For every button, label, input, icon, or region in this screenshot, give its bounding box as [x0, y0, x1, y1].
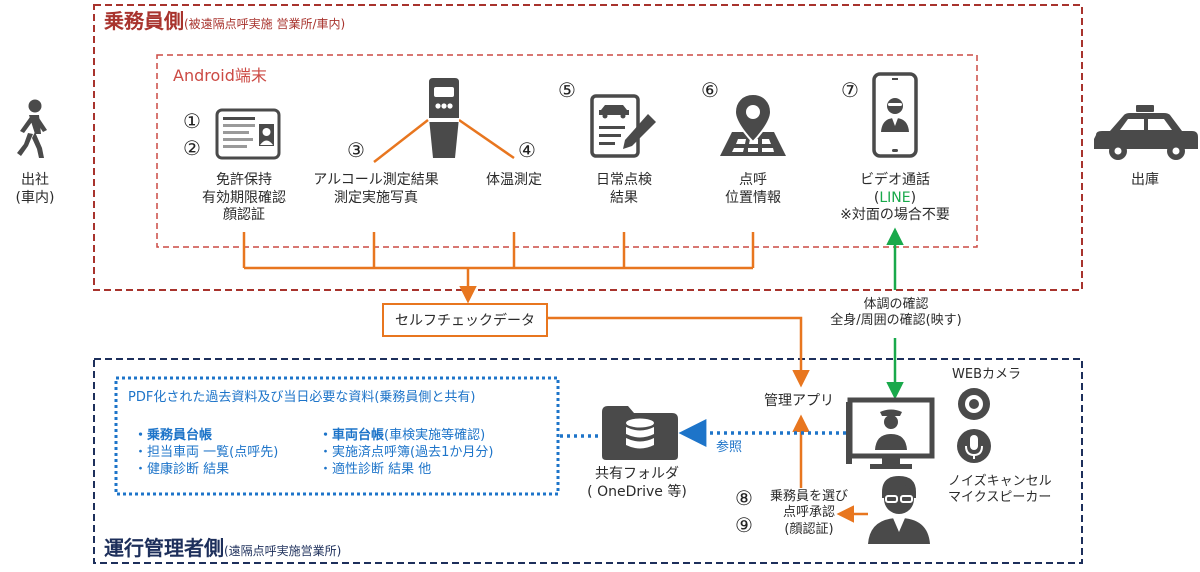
webcam-icon — [958, 388, 990, 420]
step-7-label-line: LINE — [879, 189, 911, 206]
right-side-label: 出庫 — [1131, 172, 1159, 188]
step-number-2: ② — [183, 136, 201, 160]
microphone-icon — [957, 429, 991, 463]
health-check-label: 体調の確認 全身/周囲の確認(映す) — [830, 297, 962, 329]
records-item-health-check: ・健康診断 結果 — [134, 461, 230, 477]
android-label: Android端末 — [173, 66, 267, 85]
video-call-phone-icon — [872, 72, 918, 158]
taxi-car-icon — [1094, 105, 1198, 160]
step-5-label: 日常点検 結果 — [596, 172, 652, 206]
step-7-label-note: ) ※対面の場合不要 — [840, 189, 950, 224]
alcohol-line-right — [458, 118, 515, 160]
shared-folder-label: 共有フォルダ ( OneDrive 等) — [587, 466, 687, 500]
mic-speaker-label: ノイズキャンセル マイクスピーカー — [948, 474, 1052, 506]
selfcheck-to-app-arrow — [546, 316, 810, 388]
self-check-data-box: セルフチェックデータ — [382, 303, 548, 337]
location-map-icon — [720, 92, 786, 156]
step-number-5: ⑤ — [558, 78, 576, 102]
step-number-9: ⑨ — [735, 513, 753, 537]
driver-side-title-text: 乗務員側 — [104, 9, 184, 33]
shared-folder-icon — [602, 406, 678, 460]
left-side-label: 出社 (車内) — [15, 172, 55, 206]
walking-person-icon — [17, 99, 47, 158]
management-app-label: 管理アプリ — [764, 393, 834, 409]
step-number-7: ⑦ — [841, 78, 859, 102]
alcohol-tester-icon — [429, 78, 459, 158]
webcam-label: WEBカメラ — [952, 367, 1021, 382]
driver-side-frame — [93, 4, 1083, 291]
manager-person-icon — [868, 476, 930, 544]
step-6-label: 点呼 位置情報 — [725, 172, 781, 206]
step-number-6: ⑥ — [701, 78, 719, 102]
records-item-vehicle-ledger-bold: ・車両台帳 — [319, 428, 385, 443]
records-item-vehicle-list: ・担当車両 一覧(点呼先) — [134, 444, 279, 460]
manager-side-subtitle: (遠隔点呼実施営業所) — [224, 544, 342, 558]
records-item-aptitude: ・適性診断 結果 他 — [319, 461, 432, 477]
manager-side-title: 運行管理者側(遠隔点呼実施営業所) — [104, 536, 341, 561]
alcohol-line-left — [373, 119, 429, 163]
manager-side-frame — [93, 358, 1083, 564]
records-item-vehicle-ledger-rest: (車検実施等確認) — [384, 428, 486, 443]
records-right-list: ・車両台帳(車検実施等確認) ・実施済点呼簿(過去1か月分) ・適性診断 結果 … — [319, 428, 493, 479]
step-4-label: 体温測定 — [486, 172, 542, 188]
records-item-rollcall-book: ・実施済点呼簿(過去1か月分) — [319, 444, 494, 460]
collection-bus — [242, 232, 755, 270]
records-item-driver-ledger: ・乗務員台帳 — [134, 428, 213, 443]
step-7-label-video: ビデオ通話 ( — [860, 172, 930, 206]
records-frame — [114, 376, 560, 496]
android-frame — [156, 54, 978, 248]
reference-label: 参照 — [716, 440, 743, 455]
driver-side-title: 乗務員側(被遠隔点呼実施 営業所/車内) — [104, 9, 345, 34]
step-7-label: ビデオ通話 (LINE) ※対面の場合不要 — [836, 172, 954, 225]
manager-side-title-text: 運行管理者側 — [104, 536, 224, 560]
self-check-data-label: セルフチェックデータ — [395, 313, 535, 329]
records-left-list: ・乗務員台帳 ・担当車両 一覧(点呼先) ・健康診断 結果 — [134, 428, 278, 479]
steps-89-label: 乗務員を選び 点呼承認 (顔認証) — [769, 489, 848, 537]
step-number-8: ⑧ — [735, 486, 753, 510]
step-3-label: アルコール測定結果 測定実施写真 — [313, 172, 439, 206]
manager-monitor-icon — [846, 397, 935, 469]
license-card-icon — [215, 108, 281, 160]
step-2-label: 免許保持 有効期限確認 顔認証 — [202, 172, 286, 223]
step-number-1: ① — [183, 109, 201, 133]
step-number-4: ④ — [518, 138, 536, 162]
step-number-3: ③ — [347, 138, 365, 162]
inspection-clipboard-icon — [590, 94, 656, 158]
driver-side-subtitle: (被遠隔点呼実施 営業所/車内) — [184, 17, 346, 31]
records-item-vehicle-ledger: ・車両台帳(車検実施等確認) — [319, 428, 493, 445]
records-title: PDF化された過去資料及び当日必要な資料(乗務員側と共有) — [128, 390, 476, 405]
